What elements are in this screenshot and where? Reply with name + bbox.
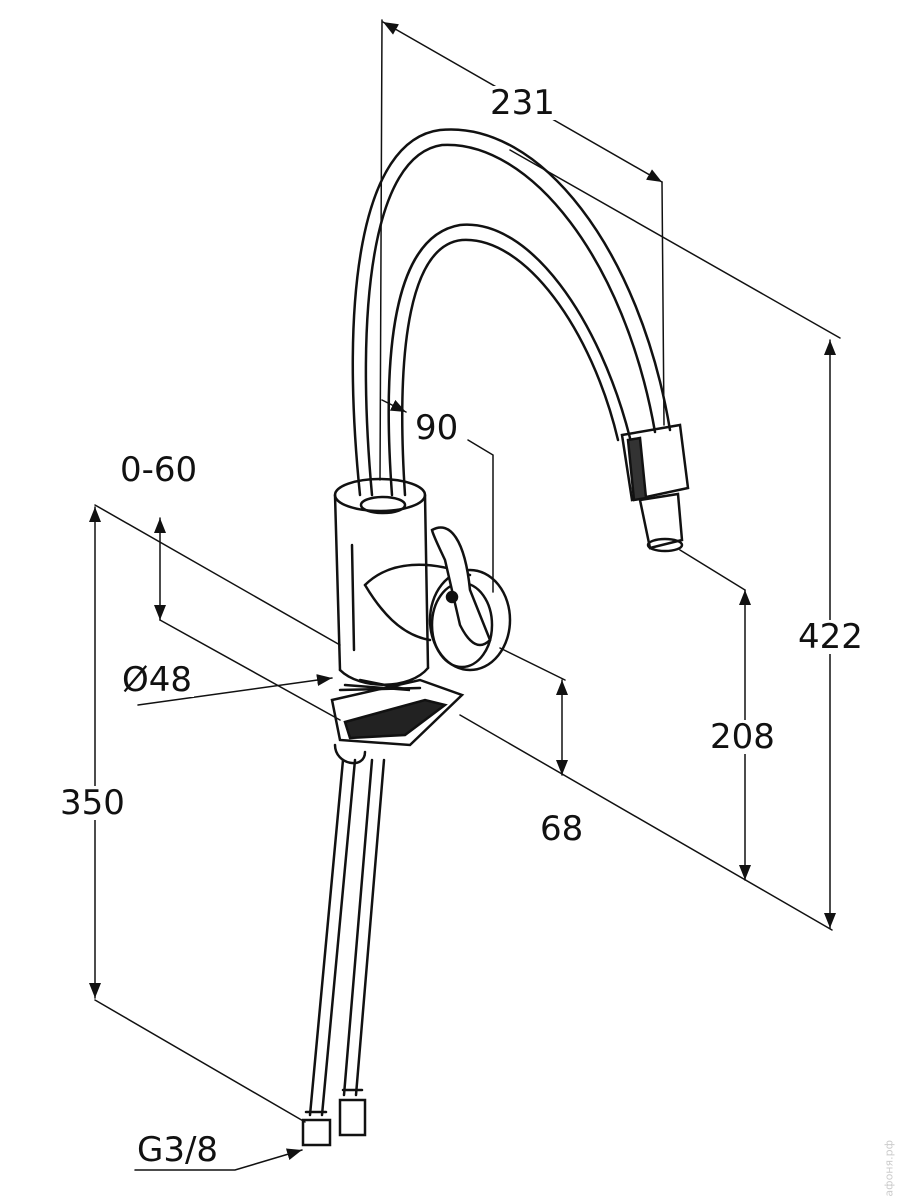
dim-hose-length: 350 xyxy=(58,783,127,823)
faucet-body xyxy=(333,477,430,686)
mounting-base xyxy=(330,678,465,765)
lever-handle xyxy=(363,526,512,672)
aerator xyxy=(620,423,690,553)
dim-connection-thread: G3/8 xyxy=(137,1130,219,1170)
dim-lever-height: 68 xyxy=(538,809,586,849)
dim-swivel-angle: 90 xyxy=(413,408,461,448)
dim-total-height: 422 xyxy=(796,617,865,657)
dim-countertop-thickness: 0-60 xyxy=(118,450,200,490)
supply-hoses xyxy=(301,758,386,1147)
dim-base-diameter: Ø48 xyxy=(120,660,195,700)
dim-spout-reach: 231 xyxy=(488,83,557,123)
dim-outlet-height: 208 xyxy=(708,717,777,757)
watermark: афоня.рф xyxy=(883,1140,896,1197)
